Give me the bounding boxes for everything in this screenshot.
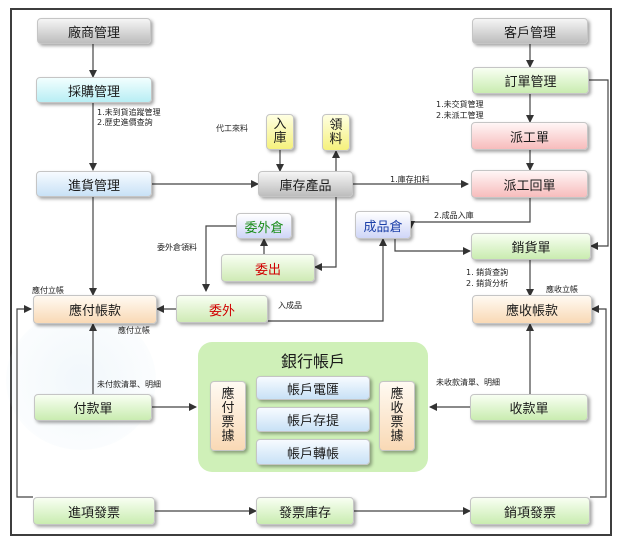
accounts-payable-node[interactable]: 應付帳款 xyxy=(33,295,157,324)
order-note-2: 2.未派工管理 xyxy=(436,111,484,120)
payment-voucher-node[interactable]: 付款單 xyxy=(34,394,152,421)
receipt-voucher-node[interactable]: 收款單 xyxy=(470,394,588,421)
purchase-management-node[interactable]: 採購管理 xyxy=(36,77,152,103)
background-watermark xyxy=(6,310,156,450)
outsource-out-node[interactable]: 委出 xyxy=(221,254,315,282)
bank-account-title: 銀行帳戶 xyxy=(280,352,345,371)
account-transfer-node[interactable]: 帳戶轉帳 xyxy=(256,439,370,465)
payable-established-label-1: 應付立帳 xyxy=(32,286,64,295)
accounts-receivable-node[interactable]: 應收帳款 xyxy=(472,295,592,324)
payable-bill-node[interactable]: 應付票據 xyxy=(210,381,246,451)
receivable-established-label: 應收立帳 xyxy=(546,285,578,294)
order-management-node[interactable]: 訂單管理 xyxy=(472,67,589,94)
purchase-note-2: 2.歷史進價查詢 xyxy=(97,118,153,127)
sales-invoice-node[interactable]: 銷項發票 xyxy=(470,497,590,525)
inventory-deduct-label: 1.庫存扣料 xyxy=(390,175,430,184)
outsource-pick-label: 委外倉領料 xyxy=(157,243,197,252)
invoice-stock-node[interactable]: 發票庫存 xyxy=(256,497,354,525)
sales-note-2: 2. 銷貨分析 xyxy=(466,279,509,288)
order-note-1: 1.未交貨管理 xyxy=(436,100,484,109)
outsource-warehouse-node[interactable]: 委外倉 xyxy=(236,213,292,239)
purchase-invoice-node[interactable]: 進項發票 xyxy=(33,497,155,525)
stock-in-node[interactable]: 入庫 xyxy=(266,114,294,150)
purchase-note-1: 1.未到貨追蹤管理 xyxy=(97,108,161,117)
uncollected-list-label: 未收款清單、明細 xyxy=(436,378,500,387)
unpaid-list-label: 未付款清單、明細 xyxy=(97,380,161,389)
finished-stock-in-label: 2.成品入庫 xyxy=(434,211,474,220)
inventory-products-node[interactable]: 庫存產品 xyxy=(258,171,353,197)
customer-management-node[interactable]: 客戶管理 xyxy=(472,18,588,44)
dispatch-order-node[interactable]: 派工單 xyxy=(471,122,588,150)
receiving-management-node[interactable]: 進貨管理 xyxy=(36,171,152,197)
payable-established-label-2: 應付立帳 xyxy=(118,326,150,335)
sales-note-1: 1. 銷貨查詢 xyxy=(466,268,509,277)
receivable-bill-node[interactable]: 應收票據 xyxy=(379,381,415,451)
outsource-node[interactable]: 委外 xyxy=(176,295,268,323)
dispatch-return-node[interactable]: 派工回單 xyxy=(471,170,588,198)
account-wire-node[interactable]: 帳戶電匯 xyxy=(256,376,370,400)
vendor-management-node[interactable]: 廠商管理 xyxy=(37,18,151,44)
finished-goods-warehouse-node[interactable]: 成品倉 xyxy=(355,211,411,239)
finished-goods-in-label: 入成品 xyxy=(278,301,302,310)
sales-order-node[interactable]: 銷貨單 xyxy=(471,233,591,260)
contract-material-label: 代工來料 xyxy=(216,124,248,133)
material-picking-node[interactable]: 領料 xyxy=(322,114,350,151)
account-deposit-withdraw-node[interactable]: 帳戶存提 xyxy=(256,407,370,432)
